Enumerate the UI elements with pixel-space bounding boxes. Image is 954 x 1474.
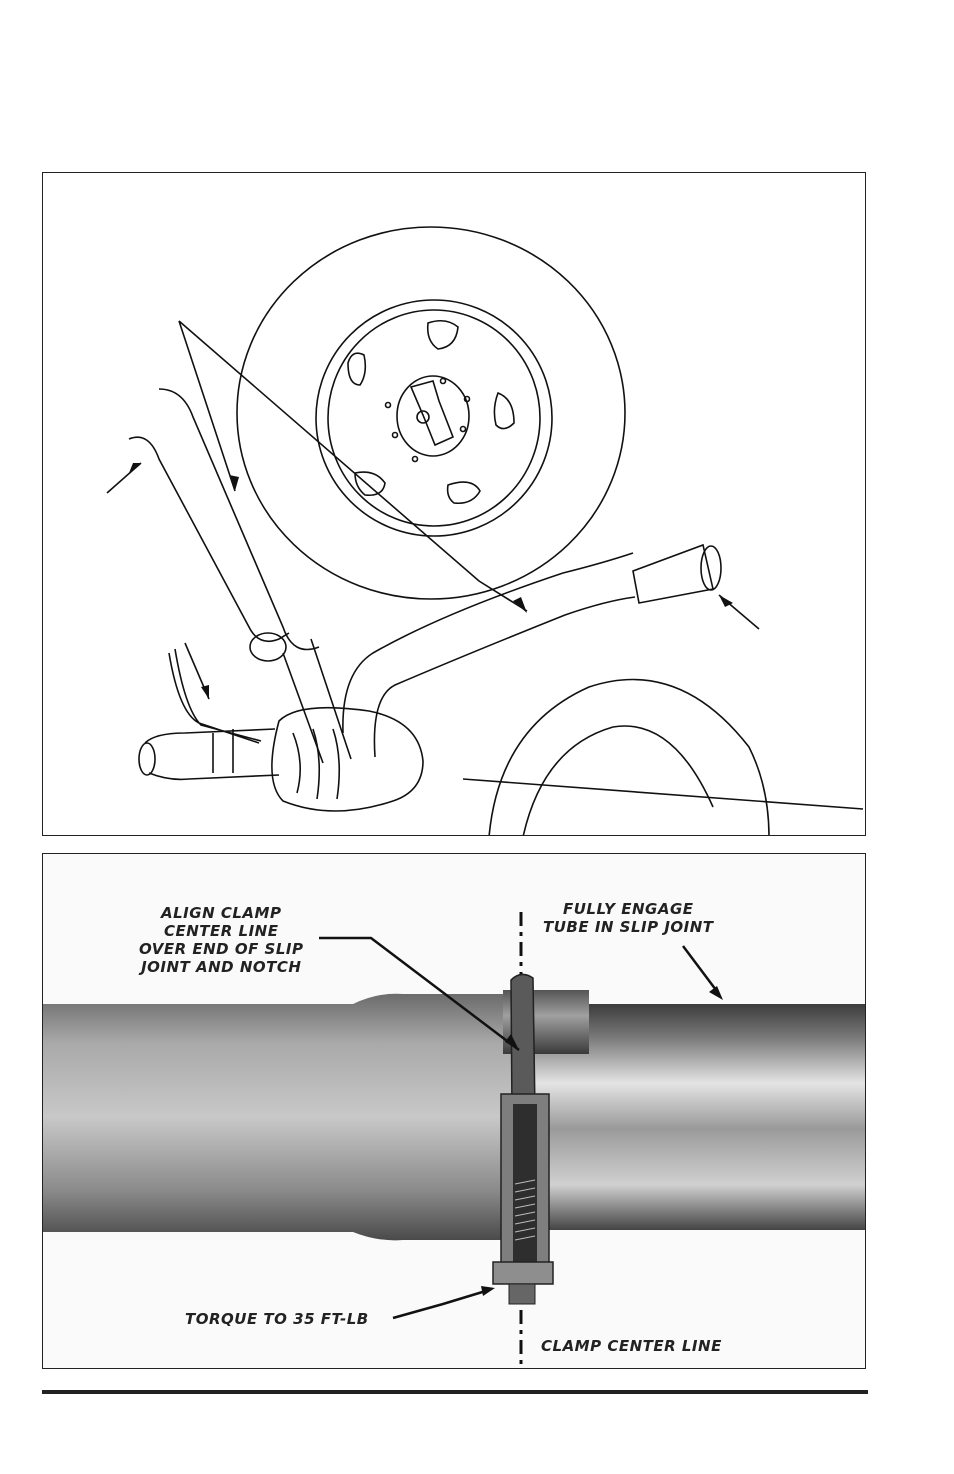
wheel-rim-outer xyxy=(316,300,552,536)
left-tube xyxy=(43,994,513,1241)
exhaust-line-drawing xyxy=(42,172,866,836)
label-fully-engage: FULLY ENGAGE TUBE IN SLIP JOINT xyxy=(543,900,714,936)
clamp-photo: ALIGN CLAMP CENTER LINE OVER END OF SLIP… xyxy=(42,853,866,1369)
spare-tire xyxy=(237,227,625,599)
wheel-rim-inner xyxy=(328,310,540,526)
clamp-nut xyxy=(493,1262,553,1284)
exhaust-drawing-svg xyxy=(43,173,866,836)
footer-rule xyxy=(42,1390,868,1394)
label-align-clamp: ALIGN CLAMP CENTER LINE OVER END OF SLIP… xyxy=(139,904,303,976)
wheel-hub xyxy=(397,376,469,456)
label-clamp-center-line: CLAMP CENTER LINE xyxy=(541,1337,722,1355)
label-torque: TORQUE TO 35 FT-LB xyxy=(185,1310,369,1328)
